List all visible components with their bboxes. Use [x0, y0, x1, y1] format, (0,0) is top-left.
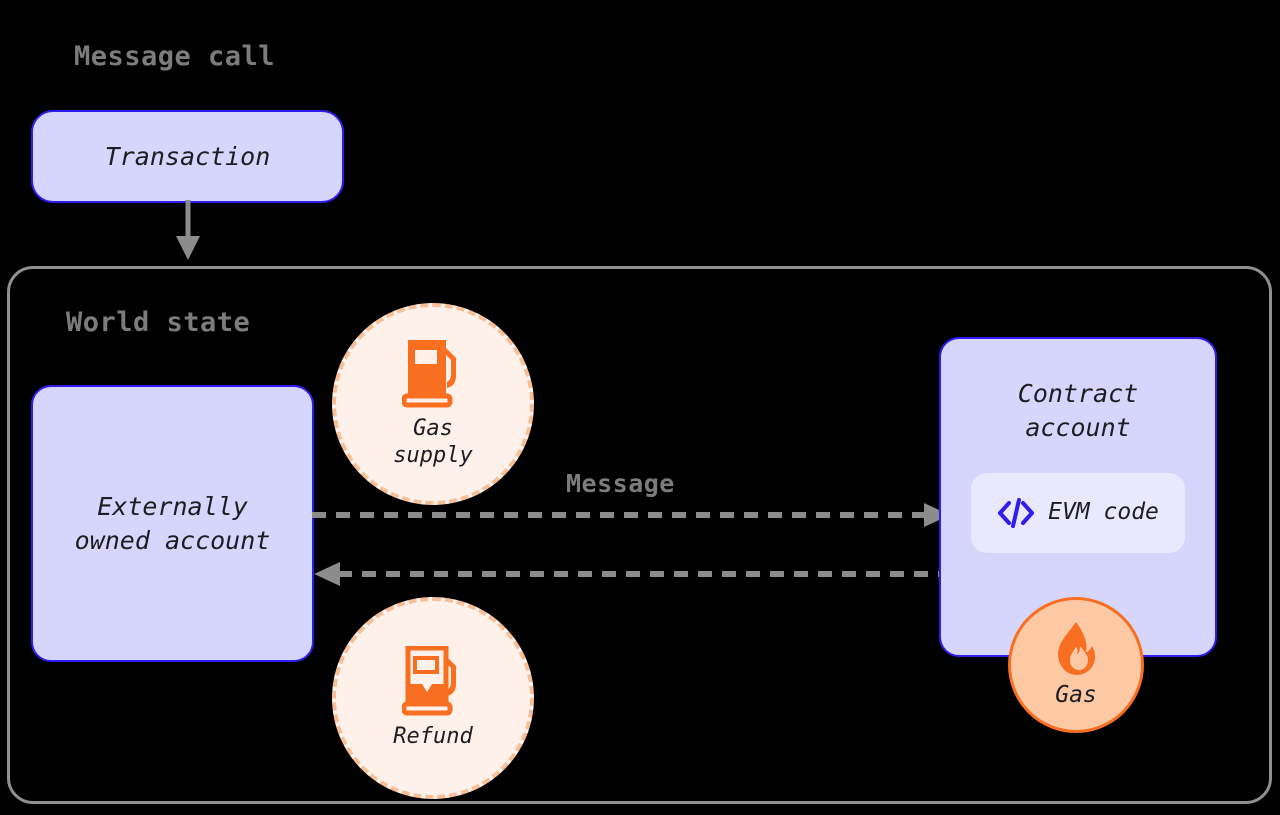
fuel-pump-full-icon [402, 340, 456, 408]
code-icon [998, 497, 1035, 528]
world-state-container [7, 266, 1272, 804]
externally-owned-account-label: Externally owned account [74, 492, 271, 555]
message-heading: Message [566, 469, 675, 498]
gas-supply-label: Gas supply [393, 416, 473, 468]
arrow-down-icon [176, 200, 200, 260]
contract-account-node[interactable]: Contract account EVM code [939, 337, 1217, 657]
flame-icon [1058, 621, 1096, 675]
refund-badge: Refund [332, 597, 534, 799]
contract-account-label: Contract account [1017, 379, 1139, 442]
transaction-node[interactable]: Transaction [31, 110, 344, 203]
transaction-label: Transaction [104, 141, 271, 171]
gas-supply-badge: Gas supply [332, 303, 534, 505]
externally-owned-account-node[interactable]: Externally owned account [31, 385, 314, 662]
arrow-right-icon [312, 503, 950, 527]
refund-label: Refund [393, 723, 473, 749]
fuel-pump-partial-icon [402, 645, 456, 716]
gas-badge: Gas [1008, 597, 1144, 733]
evm-code-chip[interactable]: EVM code [971, 472, 1185, 553]
message-call-heading: Message call [74, 41, 276, 72]
gas-label: Gas [1055, 681, 1097, 708]
arrow-left-icon [314, 562, 952, 586]
world-state-heading: World state [66, 307, 251, 338]
evm-code-label: EVM code [1048, 499, 1159, 526]
